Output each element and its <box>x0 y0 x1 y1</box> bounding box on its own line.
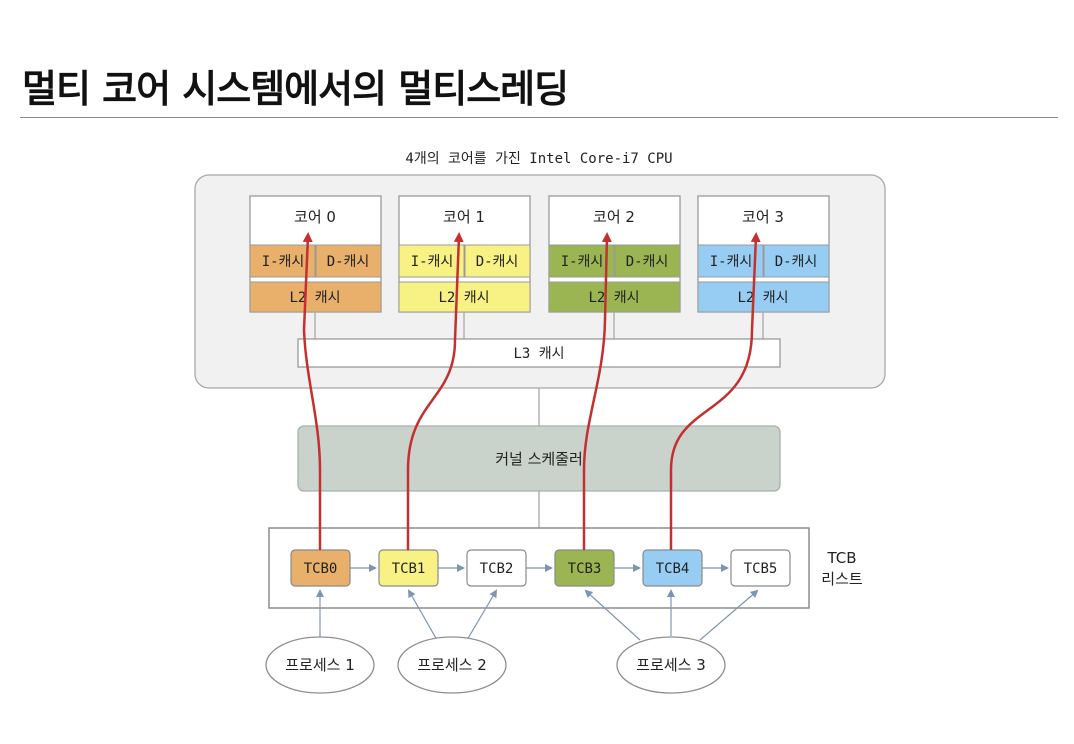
core-2-dcache <box>614 244 681 278</box>
tcb-list-label-line2: 리스트 <box>821 570 863 588</box>
core-1-dcache <box>464 244 531 278</box>
tcb-1: TCB1 <box>378 549 439 587</box>
core-0-l2 <box>249 281 382 313</box>
tcb-4: TCB4 <box>642 549 703 587</box>
process-tcb-arrows <box>316 589 759 641</box>
process-2: 프로세스 2 <box>397 636 507 694</box>
process-1-label: 프로세스 1 <box>285 656 355 674</box>
core-1-icache <box>398 244 465 278</box>
tcb-5-label: TCB5 <box>744 561 778 577</box>
l3-cache-label: L3 캐시 <box>513 346 564 362</box>
tcb-list-label-line1: TCB <box>826 549 856 567</box>
core-3-dcache <box>763 244 830 278</box>
tcb-2: TCB2 <box>466 549 527 587</box>
title-divider <box>20 117 1058 118</box>
core-1: 코어 1 I-캐시 D-캐시 L2 캐시 <box>398 195 531 313</box>
dispatch-arrows <box>302 232 761 550</box>
core-0-label: 코어 0 <box>294 208 336 226</box>
core-0-l2-label: L2 캐시 <box>289 290 340 306</box>
process-3: 프로세스 3 <box>616 636 726 694</box>
l2-l3-connectors <box>314 312 764 339</box>
core-3-label: 코어 3 <box>742 208 784 226</box>
tcb-2-label: TCB2 <box>480 561 514 577</box>
dispatch-tcb4-core3 <box>669 232 761 550</box>
core-2-icache-label: I-캐시 <box>561 254 604 270</box>
tcb-0-label: TCB0 <box>304 561 338 577</box>
core-0-icache <box>249 244 316 278</box>
core-1-label: 코어 1 <box>443 208 485 226</box>
tcb-1-label: TCB1 <box>392 561 426 577</box>
l3-cache <box>297 338 781 368</box>
core-1-l2-label: L2 캐시 <box>438 290 489 306</box>
core-3-icache <box>697 244 764 278</box>
cpu-label: 4개의 코어를 가진 Intel Core-i7 CPU <box>405 151 672 167</box>
process-2-label: 프로세스 2 <box>417 656 487 674</box>
core-3: 코어 3 I-캐시 D-캐시 L2 캐시 <box>697 195 830 313</box>
core-2: 코어 2 I-캐시 D-캐시 L2 캐시 <box>548 195 681 313</box>
core-2-l2 <box>548 281 681 313</box>
dispatch-tcb0-core0 <box>302 232 322 550</box>
tcb-3: TCB3 <box>554 549 615 587</box>
process-3-label: 프로세스 3 <box>636 656 706 674</box>
core-3-dcache-label: D-캐시 <box>775 254 818 270</box>
core-1-icache-label: I-캐시 <box>411 254 454 270</box>
dispatch-tcb3-core2 <box>582 232 612 550</box>
core-2-label: 코어 2 <box>593 208 635 226</box>
core-0-dcache-label: D-캐시 <box>327 254 370 270</box>
core-2-dcache-label: D-캐시 <box>626 254 669 270</box>
process-1: 프로세스 1 <box>265 636 375 694</box>
tcb-0: TCB0 <box>290 549 351 587</box>
page-title: 멀티 코어 시스템에서의 멀티스레딩 <box>22 67 569 111</box>
core-2-icache <box>548 244 615 278</box>
core-0-dcache <box>315 244 382 278</box>
tcb-3-label: TCB3 <box>568 561 602 577</box>
kernel-scheduler-label: 커널 스케줄러 <box>495 450 583 468</box>
tcb-4-label: TCB4 <box>656 561 690 577</box>
core-2-l2-label: L2 캐시 <box>588 290 639 306</box>
core-0-icache-label: I-캐시 <box>262 254 305 270</box>
core-3-icache-label: I-캐시 <box>710 254 753 270</box>
core-0: 코어 0 I-캐시 D-캐시 L2 캐시 <box>249 195 382 313</box>
dispatch-tcb1-core1 <box>406 232 464 550</box>
core-1-dcache-label: D-캐시 <box>476 254 519 270</box>
core-3-l2-label: L2 캐시 <box>737 290 788 306</box>
tcb-5: TCB5 <box>730 549 791 587</box>
core-3-l2 <box>697 281 830 313</box>
